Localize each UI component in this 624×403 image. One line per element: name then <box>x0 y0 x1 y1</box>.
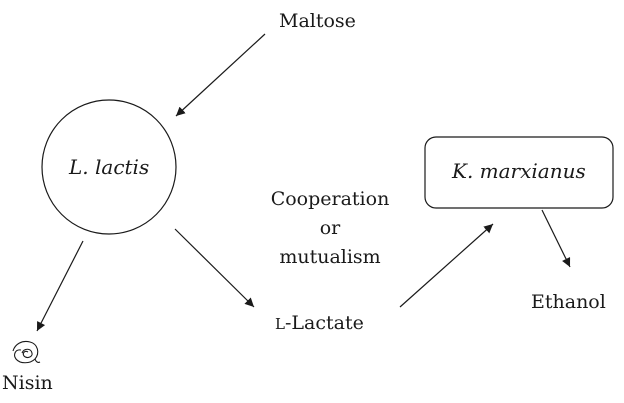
relation-line-3: mutualism <box>279 246 381 268</box>
lactate-prefix: L <box>275 315 285 333</box>
arrow-k-marxianus-to-ethanol <box>541 209 571 268</box>
lactate-label: L-Lactate <box>275 314 364 333</box>
arrow-maltose-to-l-lactis <box>175 33 266 117</box>
maltose-label: Maltose <box>279 10 356 32</box>
relation-line-1: Cooperation <box>270 188 390 210</box>
l-lactis-circle <box>41 99 177 235</box>
arrow-lactate-to-k-marxianus <box>399 223 494 308</box>
l-lactis-label: L. lactis <box>69 155 150 179</box>
k-marxianus-label: K. marxianus <box>452 159 586 183</box>
k-marxianus-box <box>424 136 614 209</box>
relation-line-2: or <box>319 217 341 239</box>
arrow-l-lactis-to-lactate <box>174 228 255 308</box>
arrow-l-lactis-to-nisin <box>36 240 84 332</box>
relation-label: Cooperation or mutualism <box>255 185 405 272</box>
lactate-rest: -Lactate <box>284 312 364 334</box>
nisin-molecule-icon <box>12 340 41 364</box>
nisin-label: Nisin <box>2 372 53 394</box>
ethanol-label: Ethanol <box>531 291 606 313</box>
